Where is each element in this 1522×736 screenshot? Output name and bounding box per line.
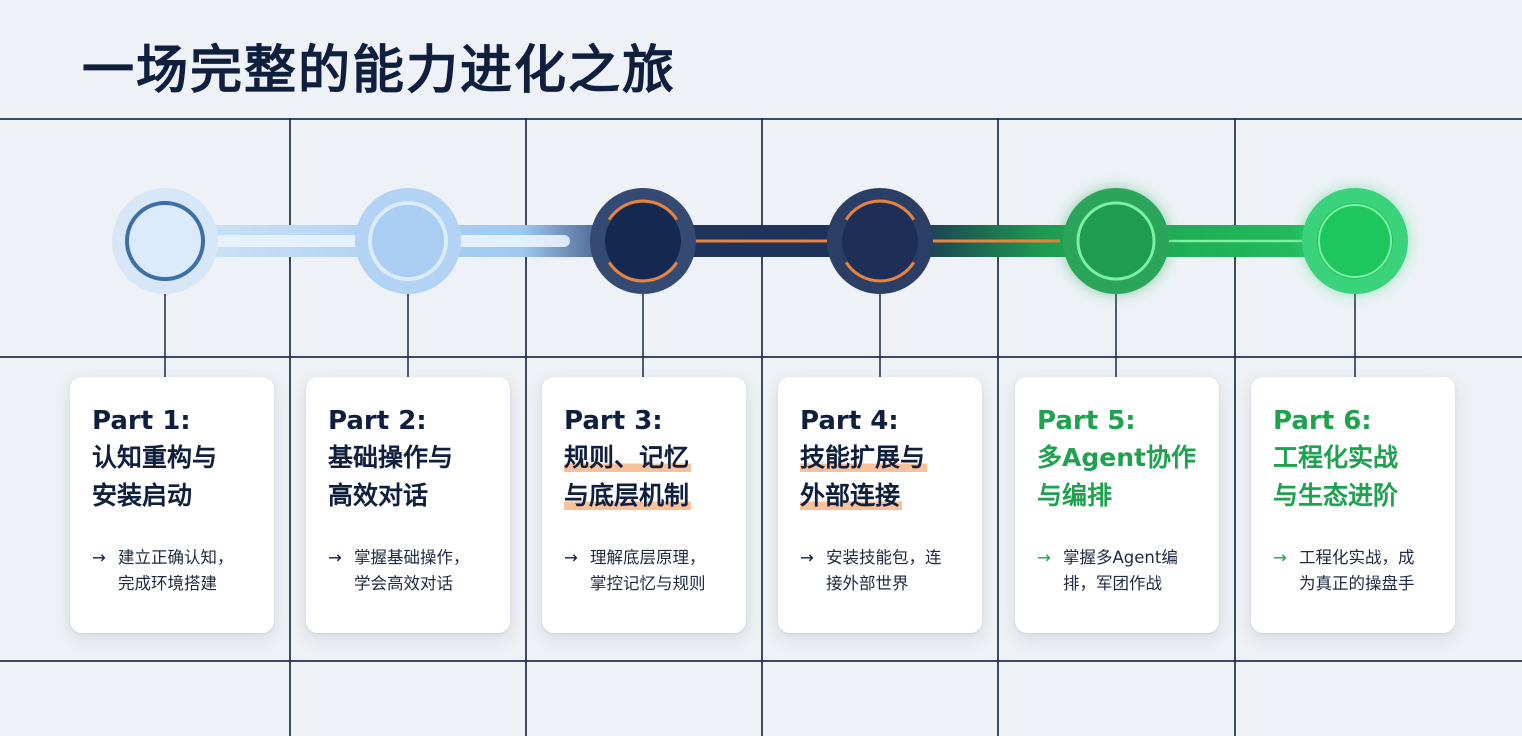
stage-card-4: Part 4: 技能扩展与外部连接 → 安装技能包，连接外部世界: [778, 377, 982, 633]
stage-part-label: Part 4:: [800, 406, 899, 436]
stage-description: → 建立正确认知， 完成环境搭建: [92, 545, 274, 597]
stage-name-line: 与生态进阶: [1273, 481, 1399, 510]
stage-part-label: Part 1:: [92, 406, 191, 436]
stage-name-line: 与底层机制: [564, 481, 692, 510]
stage-node-6: [1317, 203, 1393, 279]
node-arc-top: [844, 199, 916, 221]
stage-description-line: 掌控记忆与规则: [590, 574, 706, 593]
arrow-right-icon: →: [1037, 548, 1051, 567]
stage-name-line: 工程化实战: [1273, 443, 1399, 472]
stage-card-2: Part 2: 基础操作与高效对话 → 掌握基础操作， 学会高效对话: [306, 377, 510, 633]
stage-part-label: Part 5:: [1037, 406, 1136, 436]
stage-description-line: 掌握多Agent编: [1063, 548, 1178, 567]
stage-name-line: 与编排: [1037, 481, 1113, 510]
grid-line: [525, 118, 527, 736]
node-ring-green: [1318, 204, 1392, 278]
stage-card-5: Part 5: 多Agent协作与编排 → 掌握多Agent编排，军团作战: [1015, 377, 1219, 633]
grid-line: [997, 118, 999, 736]
stage-name-line: 基础操作与: [328, 443, 454, 472]
stage-description: → 工程化实战，成为真正的操盘手: [1273, 545, 1455, 597]
stage-node-3: [605, 203, 681, 279]
page-title: 一场完整的能力进化之旅: [82, 41, 677, 101]
stage-description-line: 掌握基础操作，: [354, 548, 470, 567]
grid-line: [1234, 118, 1236, 736]
stage-description: → 理解底层原理， 掌控记忆与规则: [564, 545, 746, 597]
stage-description: → 掌握基础操作， 学会高效对话: [328, 545, 510, 597]
stage-description-line: 为真正的操盘手: [1299, 574, 1415, 593]
stage-name-line: 外部连接: [800, 481, 903, 510]
stage-name-line: 高效对话: [328, 481, 429, 510]
stage-node-1: [125, 201, 205, 281]
stage-description-line: 工程化实战，成: [1299, 548, 1415, 567]
stage-description-line: 排，军团作战: [1063, 574, 1162, 593]
arrow-right-icon: →: [564, 548, 578, 567]
stage-description: → 安装技能包，连接外部世界: [800, 545, 982, 597]
stage-description-line: 学会高效对话: [354, 574, 453, 593]
stage-name-line: 认知重构与: [92, 443, 218, 472]
stage-part-label: Part 3:: [564, 406, 663, 436]
node-arc-top: [607, 199, 679, 221]
stage-description-line: 接外部世界: [826, 574, 909, 593]
node-arc-bottom: [607, 261, 679, 283]
arrow-right-icon: →: [1273, 548, 1287, 567]
node-arc-bottom: [844, 261, 916, 283]
stage-part-label: Part 2:: [328, 406, 427, 436]
arrow-right-icon: →: [328, 548, 342, 567]
stage-name-line: 规则、记忆: [564, 443, 692, 472]
stage-description-line: 完成环境搭建: [118, 574, 217, 593]
stage-card-3: Part 3: 规则、记忆与底层机制 → 理解底层原理， 掌控记忆与规则: [542, 377, 746, 633]
stage-name-line: 多Agent协作: [1037, 443, 1196, 472]
stage-name-line: 技能扩展与: [800, 443, 928, 472]
stage-node-5: [1078, 203, 1154, 279]
stage-description-line: 理解底层原理，: [590, 548, 706, 567]
stage-node-2: [368, 201, 448, 281]
grid-line: [761, 118, 763, 736]
stage-description-line: 安装技能包，连: [826, 548, 942, 567]
stage-card-1: Part 1: 认知重构与安装启动 → 建立正确认知， 完成环境搭建: [70, 377, 274, 633]
node-ring-green: [1076, 201, 1156, 281]
stage-description: → 掌握多Agent编排，军团作战: [1037, 545, 1219, 597]
stage-card-6: Part 6: 工程化实战与生态进阶 → 工程化实战，成为真正的操盘手: [1251, 377, 1455, 633]
arrow-right-icon: →: [800, 548, 814, 567]
stage-node-4: [842, 203, 918, 279]
stage-description-line: 建立正确认知，: [118, 548, 234, 567]
stage-name-line: 安装启动: [92, 481, 193, 510]
grid-line: [289, 118, 291, 736]
arrow-right-icon: →: [92, 548, 106, 567]
stage-part-label: Part 6:: [1273, 406, 1372, 436]
